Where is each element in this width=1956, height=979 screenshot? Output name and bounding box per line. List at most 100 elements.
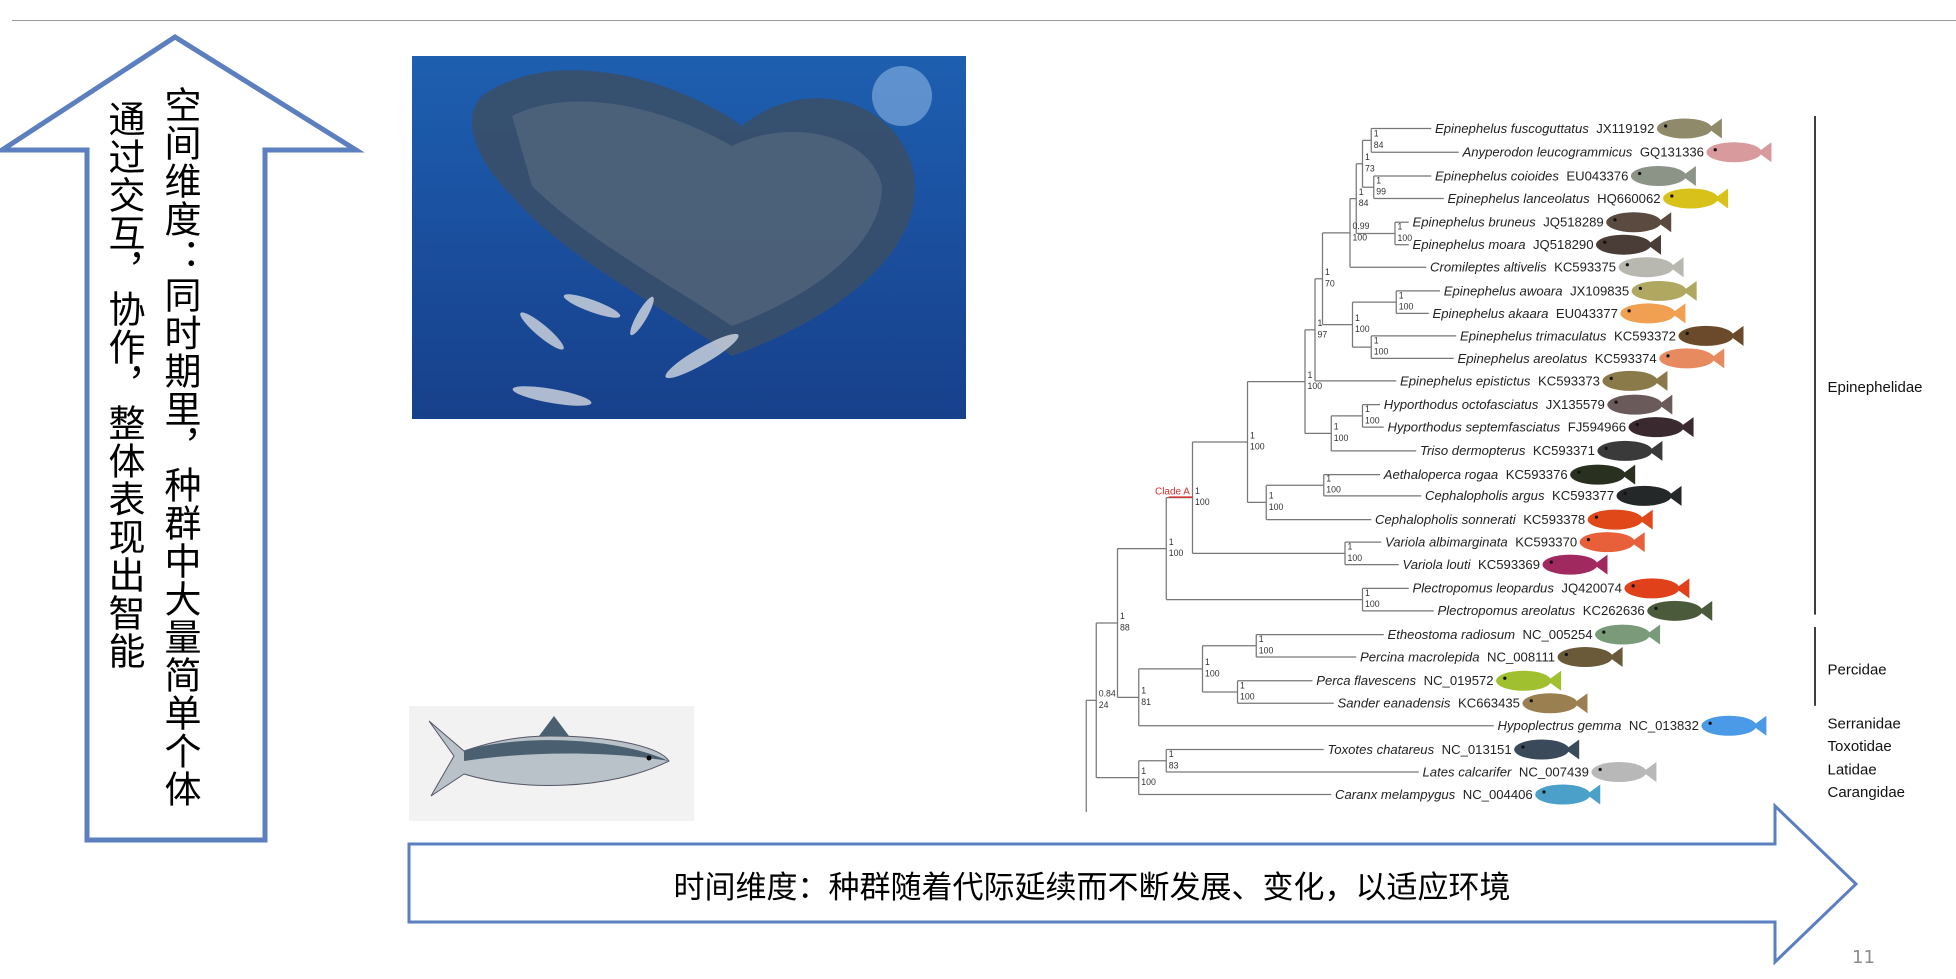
species-name: Toxotes chatareus xyxy=(1328,742,1435,757)
node-support-value: 1 xyxy=(1141,766,1146,776)
species-name: Epinephelus epistictus xyxy=(1400,373,1531,388)
node-support-value: 1 xyxy=(1169,749,1174,759)
tree-leaf-label: Toxotes chatareus NC_013151 xyxy=(1328,742,1512,757)
node-support-value: 100 xyxy=(1348,553,1363,563)
fish-icon xyxy=(1701,715,1767,736)
node-support-value: 99 xyxy=(1376,187,1386,197)
node-support-value: 1 xyxy=(1169,537,1174,547)
accession-number: NC_007439 xyxy=(1519,764,1589,779)
fish-icon xyxy=(1630,165,1696,186)
species-name: Perca flavescens xyxy=(1316,673,1416,688)
fish-icon xyxy=(1514,739,1580,760)
species-name: Epinephelus coioides xyxy=(1435,168,1559,183)
node-support-value: 84 xyxy=(1359,198,1369,208)
tree-leaf-label: Cromileptes altivelis KC593375 xyxy=(1430,260,1616,275)
tree-leaf-label: Epinephelus bruneus JQ518289 xyxy=(1413,215,1604,230)
species-name: Epinephelus lanceolatus xyxy=(1448,191,1591,206)
accession-number: JX109835 xyxy=(1570,283,1629,298)
node-support-value: 1 xyxy=(1141,686,1146,696)
species-name: Caranx melampygus xyxy=(1335,787,1456,802)
species-name: Epinephelus bruneus xyxy=(1413,215,1537,230)
accession-number: NC_013832 xyxy=(1629,718,1699,733)
node-support-value: 1 xyxy=(1269,491,1274,501)
species-name: Epinephelus moara xyxy=(1413,237,1526,252)
node-support-value: 70 xyxy=(1325,278,1335,288)
family-label: Percidae xyxy=(1828,662,1887,679)
tree-branches xyxy=(1085,127,1494,812)
family-label: Latidae xyxy=(1828,762,1877,779)
accession-number: KC262636 xyxy=(1583,603,1645,618)
tree-leaf-label: Caranx melampygus NC_004406 xyxy=(1335,787,1533,802)
node-support-value: 81 xyxy=(1141,697,1151,707)
node-support-value: 83 xyxy=(1169,760,1179,770)
species-name: Variola albimarginata xyxy=(1385,534,1508,549)
species-name: Cephalopholis sonnerati xyxy=(1375,512,1517,527)
tree-node-labels: 18419917311001840.9910011001100110017019… xyxy=(1099,129,1414,788)
accession-number: KC593375 xyxy=(1554,260,1616,275)
accession-number: KC593373 xyxy=(1538,373,1600,388)
accession-number: KC593378 xyxy=(1523,512,1585,527)
species-name: Plectropomus areolatus xyxy=(1438,603,1576,618)
fish-icon xyxy=(1579,532,1645,553)
node-support-value: 1 xyxy=(1374,129,1379,139)
fish-icon xyxy=(1663,188,1729,209)
fish-icon xyxy=(1542,554,1608,575)
accession-number: NC_005254 xyxy=(1523,627,1593,642)
salmon-illustration xyxy=(428,716,670,797)
node-support-value: 88 xyxy=(1120,622,1130,632)
accession-number: NC_004406 xyxy=(1463,787,1533,802)
node-support-value: 100 xyxy=(1308,381,1323,391)
tree-leaf-label: Epinephelus epistictus KC593373 xyxy=(1400,373,1600,388)
fish-icon xyxy=(1591,762,1657,783)
header-divider xyxy=(12,20,1956,21)
species-name: Sander eanadensis xyxy=(1338,696,1451,711)
node-support-value: 1 xyxy=(1259,634,1264,644)
node-support-value: 100 xyxy=(1250,442,1265,452)
phylogenetic-tree-figure: 18419917311001840.9910011001100110017019… xyxy=(1085,115,1923,812)
node-support-value: 0.84 xyxy=(1099,689,1116,699)
fish-icon xyxy=(1620,303,1686,324)
species-name: Lates calcarifer xyxy=(1423,764,1513,779)
fish-icon xyxy=(1570,464,1636,485)
node-support-value: 1 xyxy=(1365,404,1370,414)
accession-number: EU043376 xyxy=(1566,168,1628,183)
accession-number: KC593370 xyxy=(1515,534,1577,549)
family-label: Toxotidae xyxy=(1828,738,1892,755)
right-arrow-temporal xyxy=(407,802,1859,966)
family-label: Carangidae xyxy=(1828,784,1905,801)
node-support-value: 1 xyxy=(1240,680,1245,690)
node-support-value: 100 xyxy=(1205,668,1220,678)
node-support-value: 100 xyxy=(1334,433,1349,443)
accession-number: NC_013151 xyxy=(1442,742,1512,757)
node-support-value: 24 xyxy=(1099,700,1109,710)
species-name: Cromileptes altivelis xyxy=(1430,260,1547,275)
family-brackets: Epinephelidae Percidae Serranidae Toxoti… xyxy=(1814,115,1923,801)
species-name: Epinephelus areolatus xyxy=(1458,351,1588,366)
fish-icon xyxy=(1656,118,1722,139)
accession-number: GQ131336 xyxy=(1640,145,1704,160)
node-support-value: 1 xyxy=(1399,290,1404,300)
accession-number: JQ518289 xyxy=(1543,215,1604,230)
node-support-value: 100 xyxy=(1259,645,1274,655)
tree-leaf-label: Epinephelus coioides EU043376 xyxy=(1435,168,1628,183)
node-support-value: 1 xyxy=(1326,473,1331,483)
node-support-value: 100 xyxy=(1365,599,1380,609)
node-support-value: 100 xyxy=(1326,485,1341,495)
fish-school-photo xyxy=(412,56,966,419)
node-support-value: 100 xyxy=(1398,233,1413,243)
accession-number: KC593371 xyxy=(1533,443,1595,458)
node-support-value: 1 xyxy=(1120,611,1125,621)
species-name: Hypoplectrus gemma xyxy=(1498,718,1622,733)
accession-number: KC593372 xyxy=(1614,328,1676,343)
species-name: Triso dermopterus xyxy=(1420,443,1526,458)
node-support-value: 100 xyxy=(1355,324,1370,334)
